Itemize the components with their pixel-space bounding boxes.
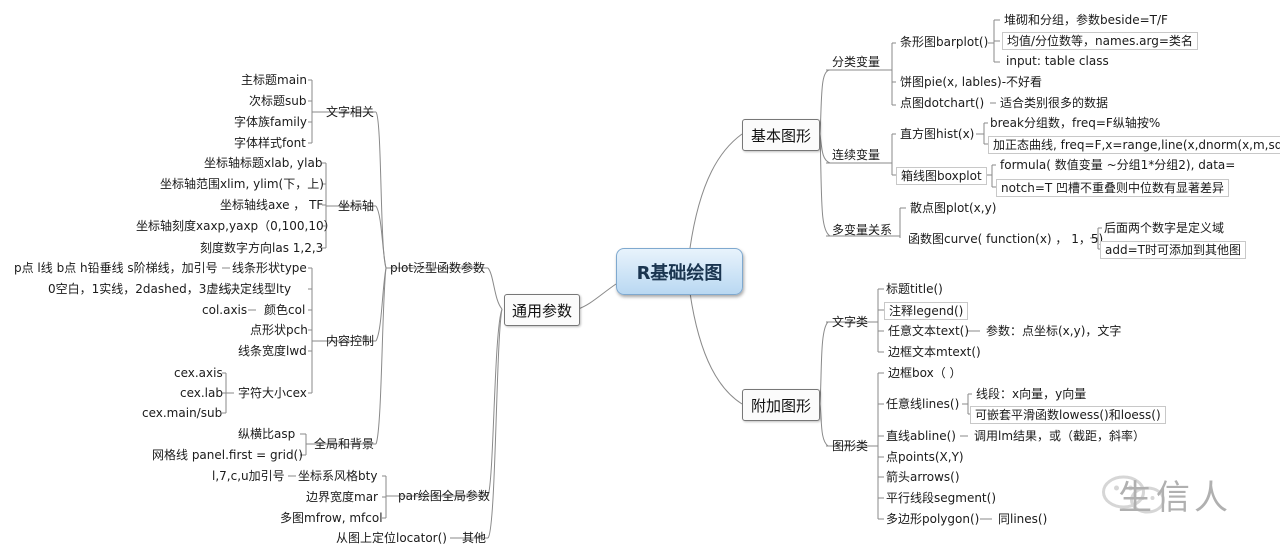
node-char-size[interactable]: 字符大小cex	[238, 386, 307, 400]
node-axis-ticks[interactable]: 坐标轴刻度xaxp,yaxp（0,100,10）	[136, 219, 336, 233]
node-text-class[interactable]: 文字类	[832, 315, 869, 329]
node-plot[interactable]: 散点图plot(x,y)	[910, 201, 997, 215]
node-other[interactable]: 其他	[462, 531, 487, 545]
node-graphic-class[interactable]: 图形类	[832, 439, 869, 453]
node-barplot-beside[interactable]: 堆砌和分组，参数beside=T/F	[1004, 13, 1168, 27]
node-polygon[interactable]: 多边形polygon()	[886, 512, 980, 526]
node-curve-add[interactable]: add=T时可添加到其他图	[1100, 241, 1246, 259]
node-text-related[interactable]: 文字相关	[326, 105, 375, 119]
node-line-type-values[interactable]: p点 l线 b点 h铅垂线 s阶梯线，加引号	[14, 261, 218, 275]
node-points[interactable]: 点points(X,Y)	[886, 450, 964, 464]
node-subtitle[interactable]: 次标题sub	[249, 94, 307, 108]
node-multivariate[interactable]: 多变量关系	[832, 223, 893, 237]
node-grid[interactable]: 网格线 panel.first = grid()	[152, 448, 303, 462]
branch-general-parameters[interactable]: 通用参数	[504, 294, 580, 326]
node-par-params[interactable]: par绘图全局参数	[398, 489, 490, 503]
node-polygon-note[interactable]: 同lines()	[998, 512, 1048, 526]
node-barplot[interactable]: 条形图barplot()	[900, 35, 989, 49]
node-axis-labels[interactable]: 坐标轴标题xlab, ylab	[204, 156, 323, 170]
node-dotchart-note[interactable]: 适合类别很多的数据	[1000, 96, 1109, 110]
node-cex-main-sub[interactable]: cex.main/sub	[142, 406, 223, 420]
node-font-style[interactable]: 字体样式font	[234, 136, 306, 150]
node-cex-lab[interactable]: cex.lab	[180, 386, 223, 400]
node-dotchart[interactable]: 点图dotchart()	[900, 96, 985, 110]
branch-additional-graphics[interactable]: 附加图形	[742, 389, 820, 421]
node-color[interactable]: 颜色col	[264, 303, 306, 317]
node-boxplot[interactable]: 箱线图boxplot	[896, 167, 987, 185]
node-lines[interactable]: 任意线lines()	[886, 397, 960, 411]
node-line-lty-values[interactable]: 0空白，1实线，2dashed，3虚线	[48, 282, 231, 296]
node-lines-smooth[interactable]: 可嵌套平滑函数lowess()和loess()	[970, 406, 1166, 424]
node-pie[interactable]: 饼图pie(x, lables)-不好看	[900, 75, 1043, 89]
node-main-title[interactable]: 主标题main	[241, 73, 307, 87]
node-text-params[interactable]: 参数：点坐标(x,y)，文字	[986, 324, 1122, 338]
node-barplot-names[interactable]: 均值/分位数等，names.arg=类名	[1002, 32, 1198, 50]
node-aspect-ratio[interactable]: 纵横比asp	[238, 427, 296, 441]
node-font-family[interactable]: 字体族family	[234, 115, 308, 129]
node-box-type[interactable]: 坐标系风格bty	[298, 469, 378, 483]
node-line-width[interactable]: 线条宽度lwd	[238, 344, 307, 358]
node-curve[interactable]: 函数图curve( function(x) ， 1，5)	[908, 232, 1104, 246]
node-hist[interactable]: 直方图hist(x)	[900, 127, 975, 141]
node-abline[interactable]: 直线abline()	[886, 429, 956, 443]
node-arrows[interactable]: 箭头arrows()	[886, 470, 960, 484]
node-line-lty[interactable]: 决定线型lty	[228, 282, 292, 296]
node-mtext[interactable]: 边框文本mtext()	[888, 345, 981, 359]
node-global-background[interactable]: 全局和背景	[314, 437, 375, 451]
node-title[interactable]: 标题title()	[886, 282, 943, 296]
node-content-control[interactable]: 内容控制	[326, 334, 375, 348]
watermark-text: 生信人	[1118, 478, 1232, 518]
node-plot-generic-params[interactable]: plot泛型函数参数	[390, 261, 485, 275]
node-axis-line[interactable]: 坐标轴线axe ， TF	[220, 198, 324, 212]
root-node[interactable]: R基础绘图	[616, 248, 743, 295]
node-margins[interactable]: 边界宽度mar	[306, 490, 378, 504]
node-axis[interactable]: 坐标轴	[338, 199, 375, 213]
branch-basic-graphics[interactable]: 基本图形	[742, 119, 820, 151]
node-segment[interactable]: 平行线段segment()	[886, 491, 996, 505]
node-barplot-input[interactable]: input: table class	[1006, 54, 1109, 68]
node-tick-direction[interactable]: 刻度数字方向las 1,2,3	[200, 241, 324, 255]
node-locator[interactable]: 从图上定位locator()	[336, 531, 447, 545]
node-color-axis[interactable]: col.axis	[202, 303, 248, 317]
node-abline-note[interactable]: 调用lm结果，或（截距，斜率）	[974, 429, 1146, 443]
node-boxplot-notch[interactable]: notch=T 凹槽不重叠则中位数有显著差异	[996, 179, 1230, 197]
node-axis-limits[interactable]: 坐标轴范围xlim, ylim(下，上)	[160, 177, 324, 191]
node-lines-segment[interactable]: 线段：x向量，y向量	[976, 387, 1087, 401]
node-hist-break[interactable]: break分组数，freq=F纵轴按%	[990, 116, 1161, 130]
node-box-type-values[interactable]: l,7,c,u加引号	[212, 469, 285, 483]
node-cex-axis[interactable]: cex.axis	[174, 366, 223, 380]
node-point-shape[interactable]: 点形状pch	[250, 323, 308, 337]
node-line-type[interactable]: 线条形状type	[232, 261, 307, 275]
wechat-logo-icon	[1102, 475, 1165, 514]
node-boxplot-formula[interactable]: formula( 数值变量 ~分组1*分组2), data=	[1000, 158, 1236, 172]
node-categorical-variables[interactable]: 分类变量	[832, 55, 881, 69]
node-curve-domain[interactable]: 后面两个数字是定义域	[1104, 221, 1225, 235]
node-continuous-variables[interactable]: 连续变量	[832, 148, 881, 162]
node-text[interactable]: 任意文本text()	[888, 324, 970, 338]
node-box[interactable]: 边框box（ ）	[888, 366, 962, 380]
node-hist-normal-curve[interactable]: 加正态曲线, freq=F,x=range,line(x,dnorm(x,m,s…	[988, 136, 1280, 154]
node-multi-figure[interactable]: 多图mfrow, mfcol	[280, 511, 383, 525]
node-legend[interactable]: 注释legend()	[884, 302, 969, 320]
